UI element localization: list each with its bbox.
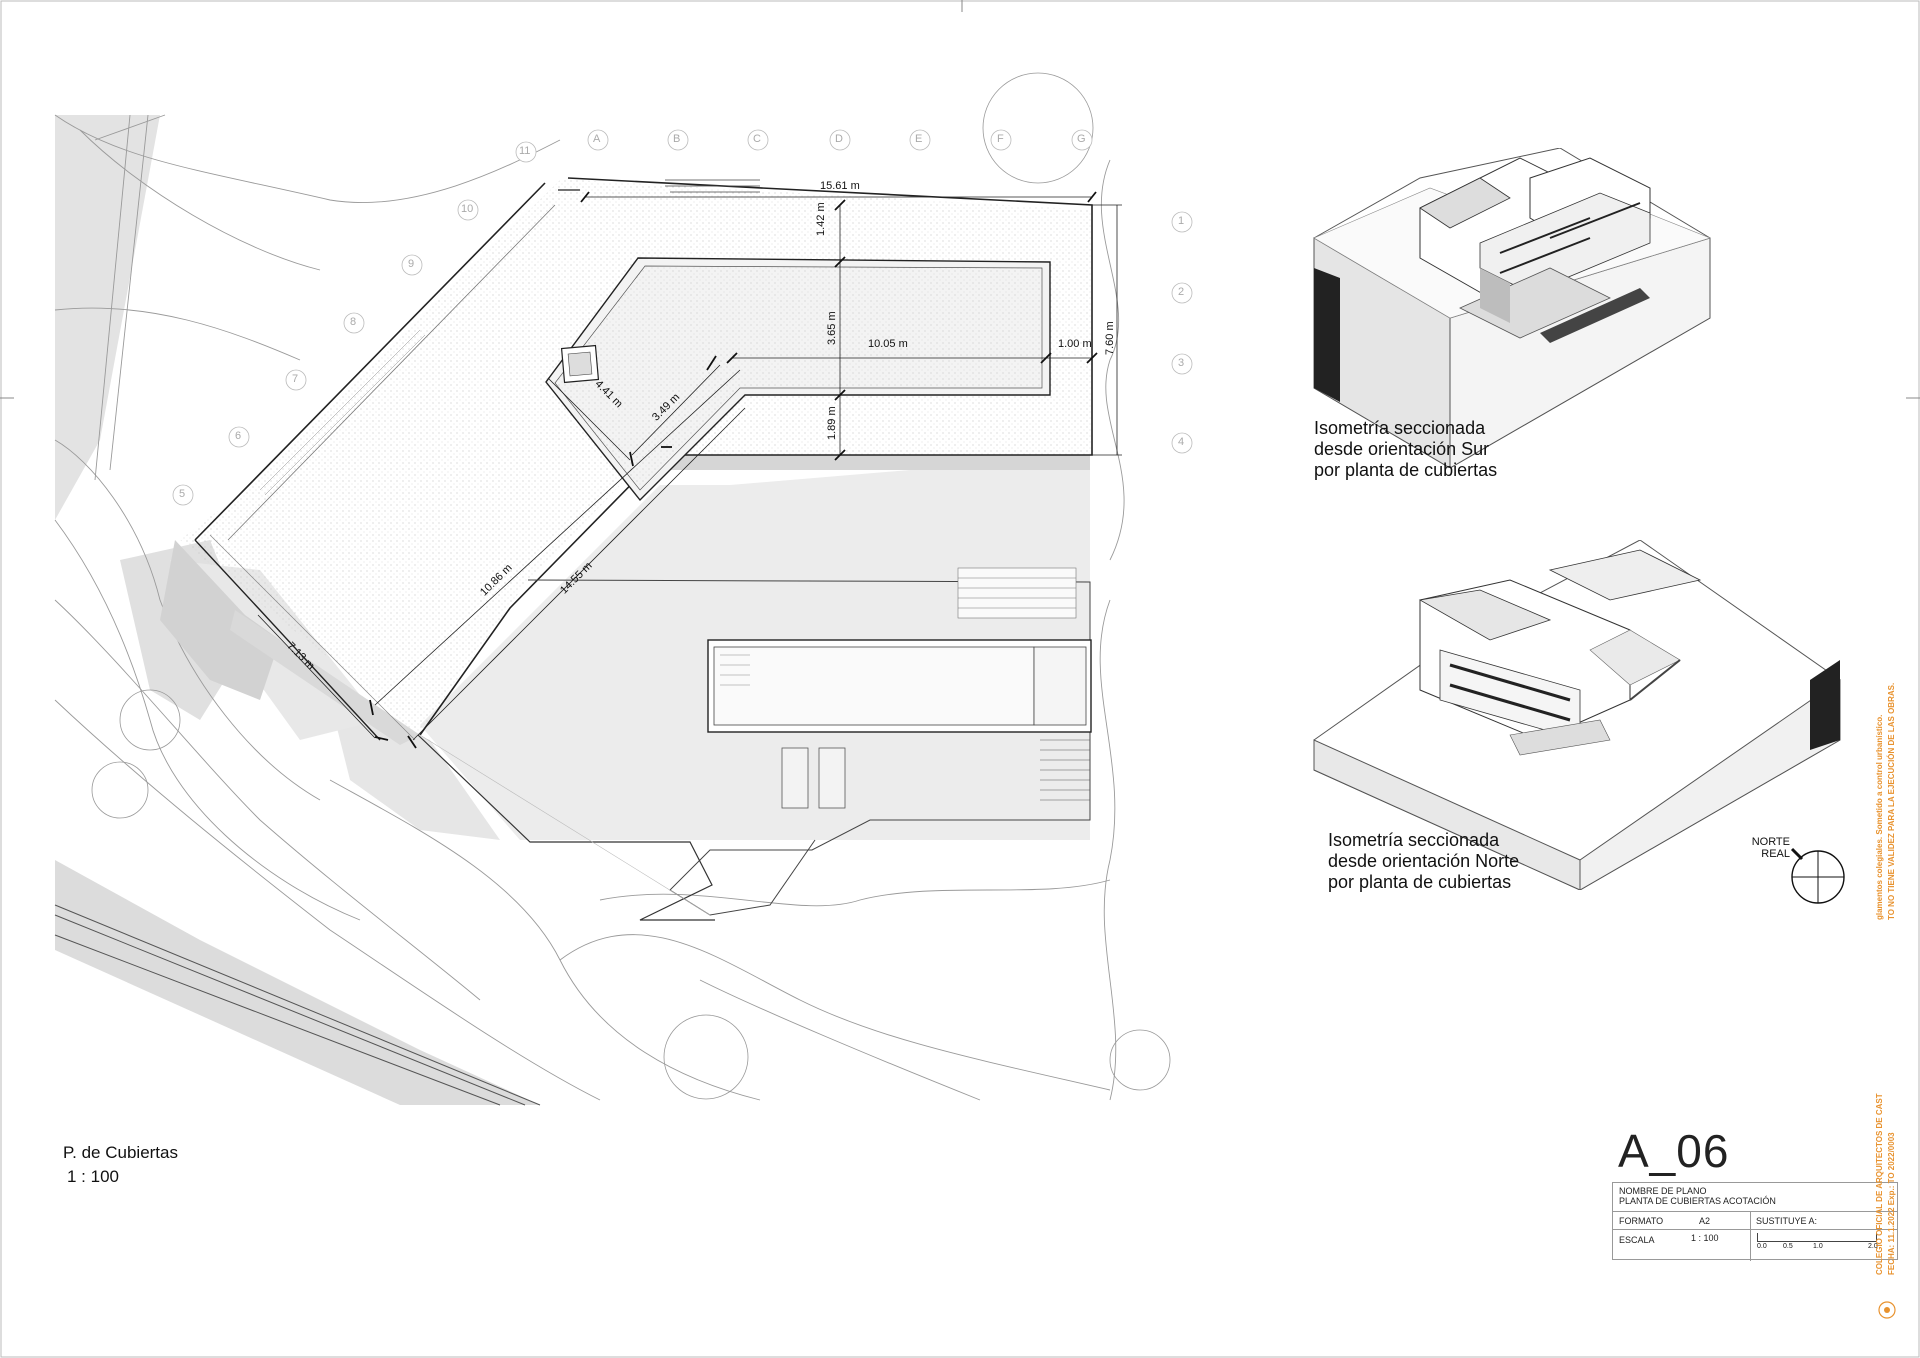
plan-title: P. de Cubiertas <box>63 1143 178 1162</box>
scale-bar-3: 2.0 <box>1868 1243 1878 1250</box>
north-label-line1: NORTE <box>1751 836 1790 848</box>
iso-south-caption: Isometría seccionada desde orientación S… <box>1314 418 1498 480</box>
north-arrow-icon <box>1790 847 1845 904</box>
iso-north-caption: Isometría seccionada desde orientación N… <box>1328 830 1520 892</box>
scale-bar-1: 0.5 <box>1783 1243 1793 1250</box>
stamp-line-1: COLEGIO OFICIAL DE ARQUITECTOS DE CAST <box>1875 1093 1884 1275</box>
grid-label-e: E <box>915 133 923 145</box>
isometric-north-view <box>1313 540 1841 890</box>
grid-label-11: 11 <box>519 145 531 157</box>
grid-bubbles <box>172 129 1193 506</box>
grid-label-6: 6 <box>235 430 242 442</box>
format-value: A2 <box>1699 1216 1711 1226</box>
north-label: NORTE REAL <box>1740 836 1790 860</box>
grid-label-3: 3 <box>1178 357 1185 369</box>
grid-label-a: A <box>593 133 601 145</box>
grid-label-2: 2 <box>1178 286 1185 298</box>
stamp-seal-icon <box>1878 1301 1896 1319</box>
scale-bar-0: 0.0 <box>1757 1243 1767 1250</box>
grid-label-g: G <box>1077 133 1086 145</box>
stamp-line-2: FECHA: 11.1.2022 Exp.: TO 2022/0003 <box>1887 1132 1896 1275</box>
grid-label-c: C <box>753 133 761 145</box>
title-block: NOMBRE DE PLANO PLANTA DE CUBIERTAS ACOT… <box>1612 1182 1898 1261</box>
grid-label-1: 1 <box>1178 215 1185 227</box>
plan-name-value: PLANTA DE CUBIERTAS ACOTACIÓN <box>1619 1196 1776 1206</box>
isometric-south-view <box>1313 148 1711 468</box>
grid-label-9: 9 <box>408 258 415 270</box>
scale-bar-2: 1.0 <box>1813 1243 1823 1250</box>
grid-label-5: 5 <box>179 488 186 500</box>
dim-15-61: 15.61 m <box>820 180 860 192</box>
north-label-line2: REAL <box>1761 848 1790 860</box>
format-label: FORMATO <box>1619 1216 1664 1226</box>
scale-value: 1 : 100 <box>1691 1233 1719 1243</box>
stamp-line-4: TO NO TIENE VALIDEZ PARA LA EJECUCIÓN DE… <box>1887 682 1896 920</box>
grid-label-7: 7 <box>292 373 299 385</box>
scale-label: ESCALA <box>1619 1235 1655 1245</box>
sheet-number: A_06 <box>1618 1125 1730 1177</box>
replaces-label: SUSTITUYE A: <box>1756 1216 1818 1226</box>
grid-label-10: 10 <box>461 203 474 215</box>
terrain-contours <box>54 114 1125 1101</box>
stamp-line-3: glamentos colegiales. Sometido a control… <box>1875 714 1884 920</box>
lower-pool <box>707 567 1092 809</box>
dim-1-42: 1.42 m <box>815 202 827 236</box>
grid-label-b: B <box>673 133 681 145</box>
road <box>54 904 541 1106</box>
dim-1-00: 1.00 m <box>1058 338 1092 350</box>
scale-bar <box>1757 1233 1877 1242</box>
dimension-lines <box>257 196 1122 741</box>
grid-label-d: D <box>835 133 843 145</box>
grid-label-8: 8 <box>350 316 357 328</box>
dim-7-60: 7.60 m <box>1104 321 1116 355</box>
dim-3-65: 3.65 m <box>826 311 838 345</box>
dimension-ticks <box>369 191 1098 749</box>
grid-label-4: 4 <box>1178 436 1185 448</box>
dim-10-05: 10.05 m <box>868 338 908 350</box>
plan-name-label: NOMBRE DE PLANO <box>1619 1186 1707 1196</box>
plan-scale: 1 : 100 <box>67 1167 119 1186</box>
dim-1-89: 1.89 m <box>826 406 838 440</box>
grid-label-f: F <box>997 133 1004 145</box>
roof-outline <box>180 177 1093 921</box>
